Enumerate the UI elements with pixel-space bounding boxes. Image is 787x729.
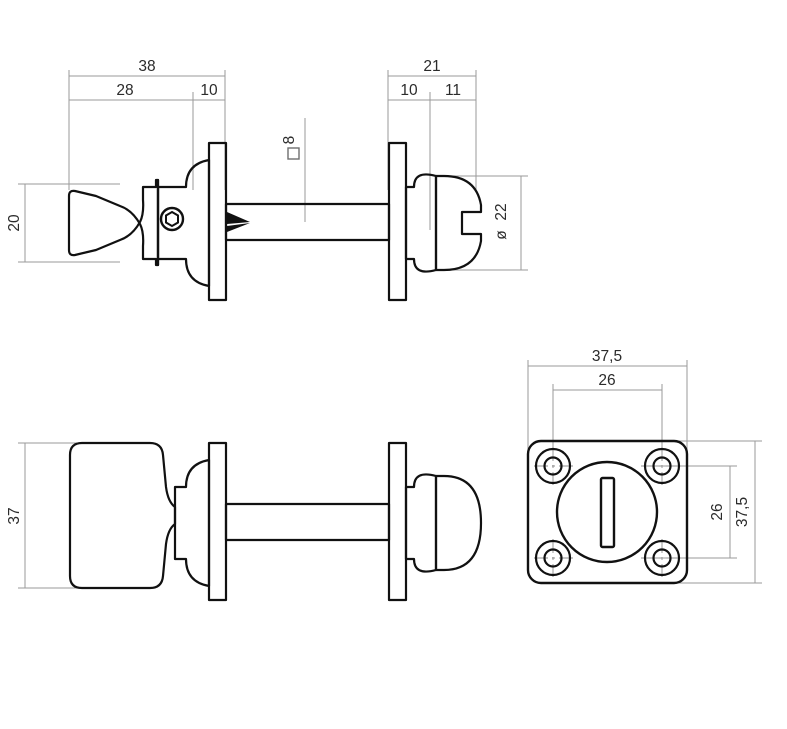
dim-top-overall-right: 21 [423, 58, 440, 75]
screw-hole-boss-top-right [643, 447, 681, 485]
dimension-lines-knob-height-section [18, 183, 120, 263]
square-symbol-icon [287, 147, 300, 160]
screw-hole-boss-bottom-left [534, 539, 572, 577]
dim-spindle-size: 8 [281, 136, 298, 145]
screw-hole-top-left [543, 456, 563, 476]
dim-knob-height-section: 20 [6, 214, 23, 232]
dome-escutcheon-elevation [434, 474, 483, 572]
rosette-front-view [526, 439, 689, 585]
dimension-lines-top-left [68, 70, 226, 190]
dim-dome-diameter: 22 [493, 203, 510, 220]
dim-rosette-width: 37,5 [592, 348, 622, 365]
spindle-leader-arrow [227, 212, 250, 232]
dim-rosette-height: 37,5 [734, 497, 751, 527]
dimension-lines-top-right [387, 70, 477, 230]
dim-knob-height-elevation: 37 [6, 507, 23, 524]
square-rosette-outline [526, 439, 689, 585]
screw-hole-boss-top-left [534, 447, 572, 485]
rosette-screw-holes [534, 447, 681, 577]
bottom-elevation-view [68, 441, 483, 602]
dim-top-right-b: 11 [445, 82, 461, 99]
screw-hole-bottom-right [652, 548, 672, 568]
rosette-circular-boss [555, 460, 659, 564]
dim-top-overall-left: 38 [138, 58, 155, 75]
dim-rosette-hole-spacing-v: 26 [709, 503, 726, 520]
rosette-slot [599, 476, 616, 549]
hex-socket-icon [165, 210, 179, 228]
dim-top-left-b: 10 [200, 82, 218, 99]
dome-escutcheon-section [434, 174, 483, 272]
dim-rosette-hole-spacing-h: 26 [598, 372, 615, 389]
dim-top-left-a: 28 [116, 82, 133, 99]
screw-hole-bottom-left [543, 548, 563, 568]
top-section-view [67, 141, 483, 302]
dim-top-right-a: 10 [400, 82, 418, 99]
screw-hole-top-right [652, 456, 672, 476]
screw-hole-boss-bottom-right [643, 539, 681, 577]
hex-set-screw [159, 206, 185, 232]
dimension-lines-dome-diameter [445, 175, 528, 271]
dim-dome-diameter-group: ø 22 [493, 203, 510, 239]
dimension-lines-rosette-horizontal [527, 360, 688, 452]
dim-dome-diameter-symbol: ø [493, 230, 510, 240]
